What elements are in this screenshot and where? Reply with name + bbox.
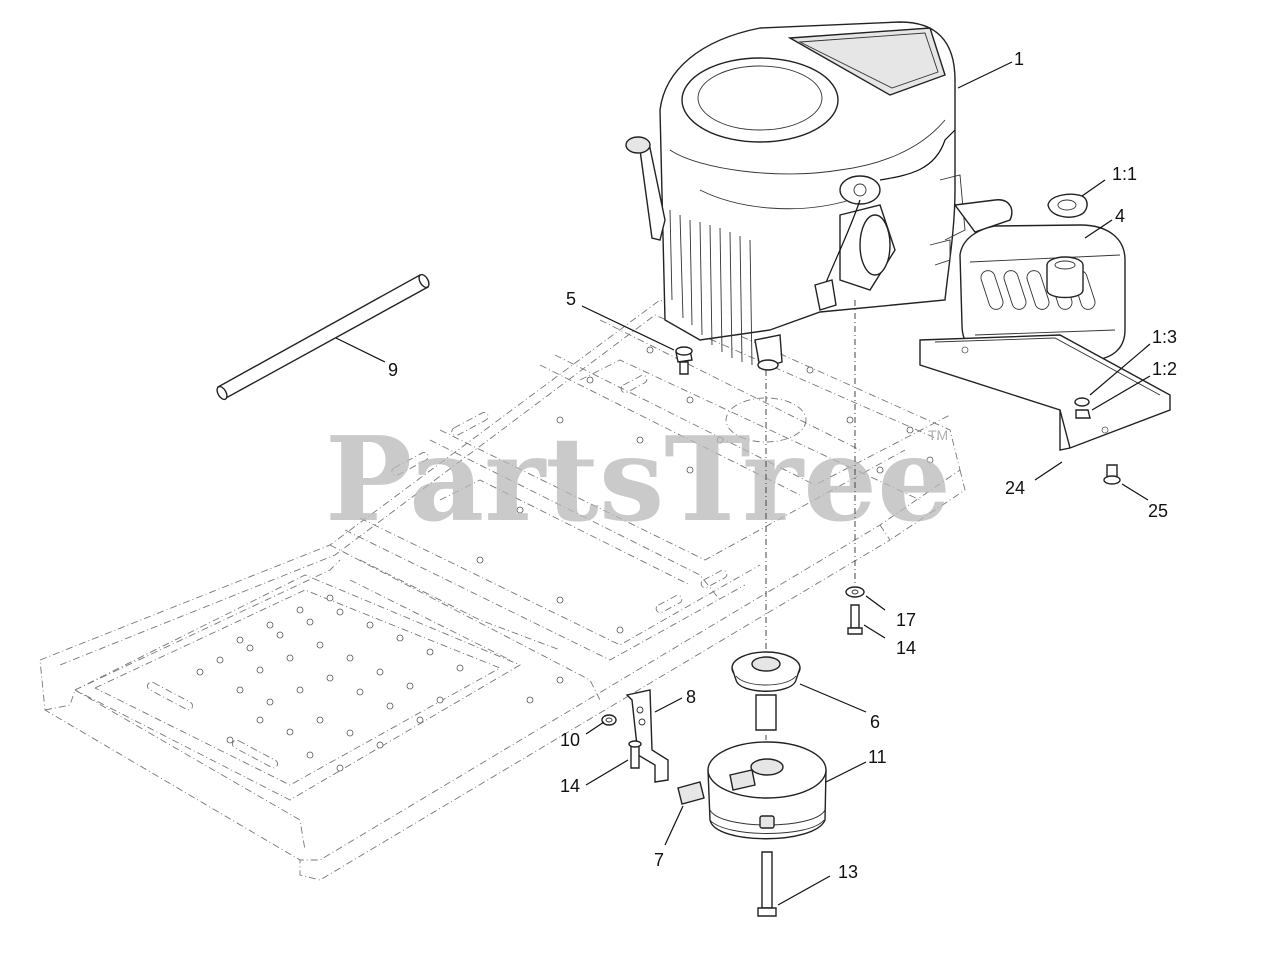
bracket-part-8[interactable]: [625, 689, 669, 783]
callout-7: 7: [654, 850, 664, 870]
callout-10: 10: [560, 730, 580, 750]
exhaust-gasket[interactable]: [1047, 193, 1088, 218]
bolt-part-14-lower[interactable]: [628, 740, 642, 769]
pulley-part-6[interactable]: [731, 651, 801, 731]
callout-9: 9: [388, 360, 398, 380]
callout-1-3: 1:3: [1152, 327, 1177, 347]
callout-17: 17: [896, 610, 916, 630]
washer-part-17[interactable]: [845, 586, 865, 598]
callout-labels: 1 1:1 4 1:3 1:2 5 9 24 25 17 14 8 6 10 1…: [388, 49, 1177, 882]
callout-11: 11: [868, 747, 887, 767]
engine-cooling-fins: [669, 209, 753, 366]
deck-holes: [196, 346, 934, 772]
pto-clutch-part-11[interactable]: [677, 741, 827, 840]
bolt-part-14-upper[interactable]: [847, 604, 863, 635]
engine-assembly[interactable]: [625, 21, 966, 371]
callout-5: 5: [566, 289, 576, 309]
chassis-frame: [39, 299, 966, 881]
callout-14-upper: 14: [896, 638, 916, 658]
callout-13: 13: [838, 862, 858, 882]
watermark: PartsTree TM: [325, 412, 951, 548]
muffler-assembly[interactable]: [953, 193, 1126, 361]
bolt-part-13[interactable]: [757, 851, 777, 917]
tube-part-9[interactable]: [215, 273, 431, 401]
watermark-text: PartsTree: [325, 412, 951, 548]
callout-24: 24: [1005, 478, 1025, 498]
callout-4: 4: [1115, 206, 1125, 226]
callout-8: 8: [686, 687, 696, 707]
callout-1-2: 1:2: [1152, 359, 1177, 379]
leader-lines: [335, 61, 1151, 906]
callout-1-1: 1:1: [1112, 164, 1137, 184]
callout-14-lower: 14: [560, 776, 580, 796]
heat-shield[interactable]: [919, 334, 1171, 485]
callout-6: 6: [870, 712, 880, 732]
watermark-trademark: TM: [928, 427, 948, 443]
callout-25: 25: [1148, 501, 1168, 521]
bolt-part-5[interactable]: [675, 346, 693, 375]
nut-part-10[interactable]: [601, 714, 617, 726]
callout-1: 1: [1014, 49, 1024, 69]
